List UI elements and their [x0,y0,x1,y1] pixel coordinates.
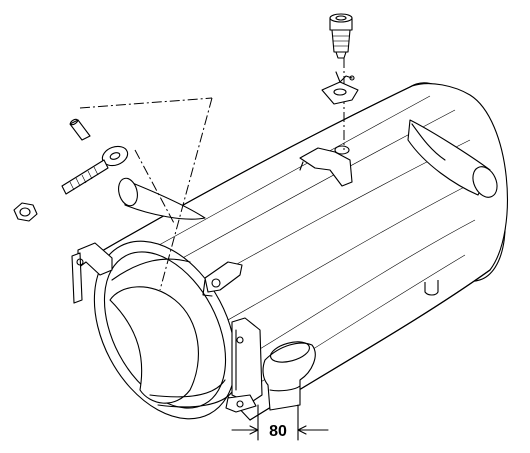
right-bottom-bracket [225,317,263,413]
dimension-label: 80 [269,423,287,440]
left-bracket [71,242,113,304]
small-pin [69,118,91,141]
left-intake-cone [118,177,206,220]
upper-clip [321,71,359,105]
bottom-outlet-pipe [262,341,316,411]
hex-nut [13,202,38,222]
lower-clip [299,145,353,187]
right-top-bracket [202,261,243,297]
eye-bolt [61,145,129,195]
dimension-marker: 80 [231,404,329,441]
right-outlet-cone [407,119,498,198]
top-plug-fitting [329,13,353,59]
front-ring [93,240,237,420]
